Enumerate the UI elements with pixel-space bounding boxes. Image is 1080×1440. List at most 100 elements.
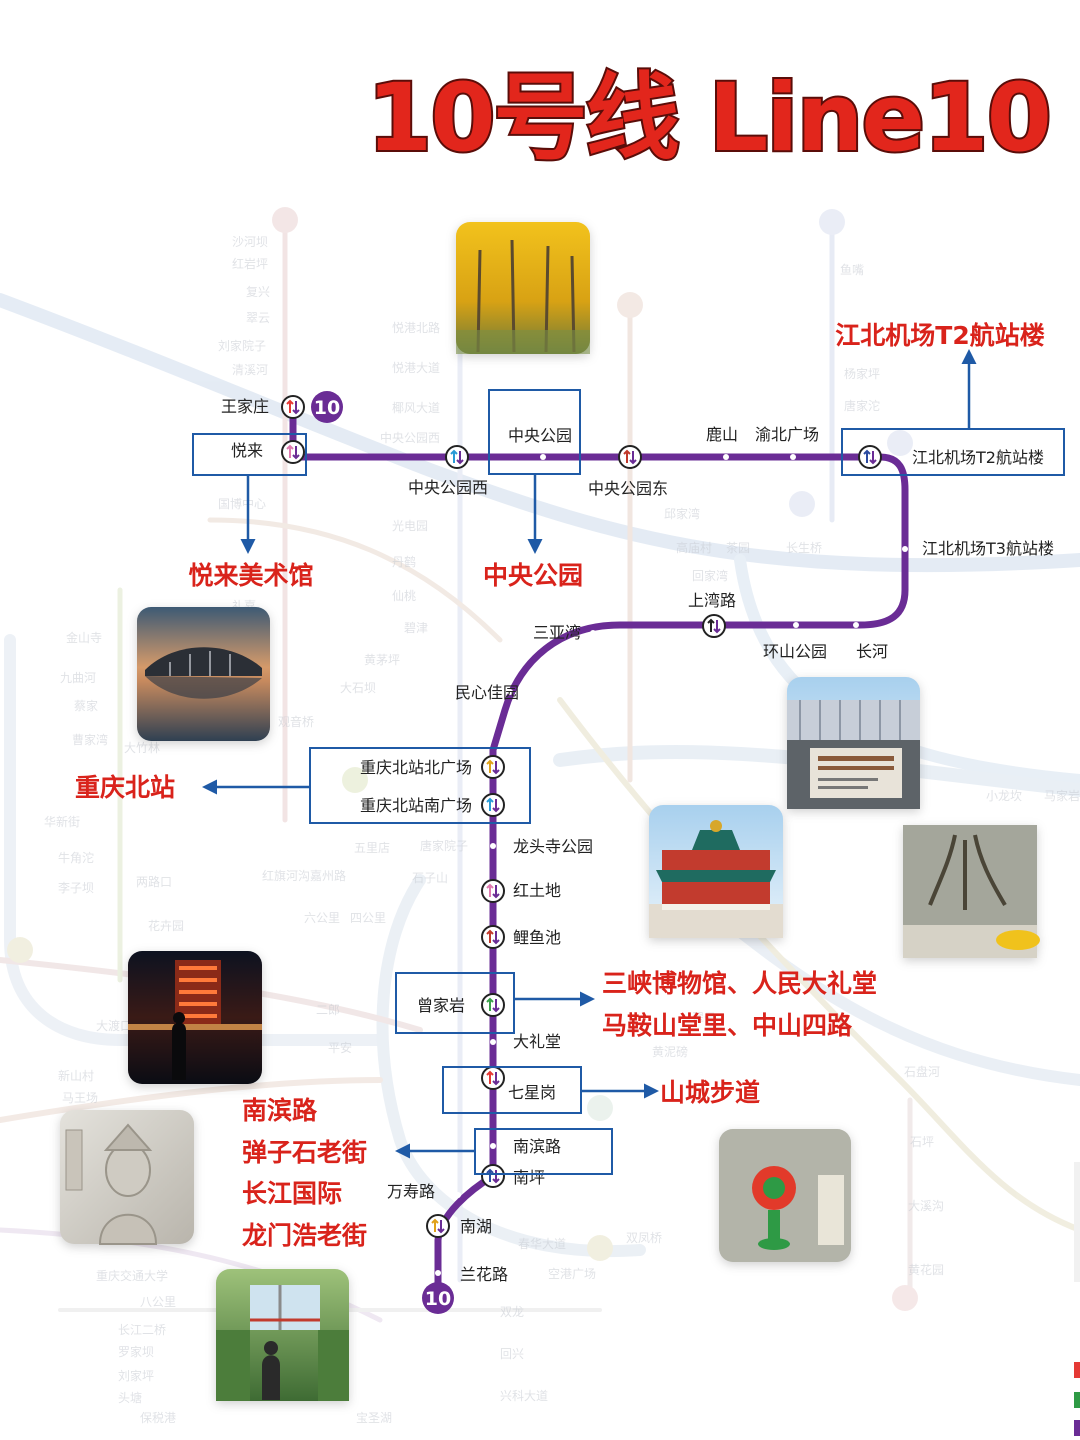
photo-great-hall	[649, 805, 783, 938]
background-station-label: 邱家湾	[664, 506, 700, 521]
background-station-label: 金山寺	[66, 630, 102, 645]
station-longtousigongyuan: 龙头寺公园	[513, 837, 593, 856]
background-station-label: 马王场	[62, 1091, 98, 1105]
highlight-mountain-trail: 山城步道	[660, 1078, 760, 1107]
background-station-label: 九曲河	[60, 671, 96, 685]
background-station-label: 黄泥磅	[652, 1044, 688, 1059]
photo-ancient-tree-wall	[903, 825, 1040, 958]
station-changhe: 长河	[856, 642, 888, 661]
background-station-label: 大石坝	[340, 681, 376, 695]
station-t3: 江北机场T3航站楼	[922, 539, 1054, 558]
background-station-label: 杨家坪	[844, 366, 880, 381]
background-station-label: 中央公园西	[380, 430, 440, 445]
station-cqbeinorth: 重庆北站北广场	[360, 758, 472, 777]
line-badge-top: 10	[311, 391, 343, 423]
interchange-icon	[481, 879, 505, 903]
photo-night-riverside	[128, 951, 262, 1084]
background-station-label: 空港广场	[548, 1267, 596, 1281]
background-station-label: 嘉州路	[310, 868, 346, 883]
photo-stone-buddha	[60, 1110, 194, 1245]
background-station-label: 兴科大道	[500, 1389, 548, 1403]
interchange-icon	[426, 1214, 450, 1238]
background-station-labels: 沙河坝红岩坪复兴翠云刘家院子清溪河悦港北路悦港大道椰风大道中央公园西国博中心礼嘉…	[44, 235, 1080, 1425]
station-zhongyanggongyuanxi: 中央公园西	[408, 478, 488, 497]
interchange-icon	[481, 793, 505, 817]
station-zengjiayan: 曾家岩	[417, 996, 465, 1015]
photo-yuelai-art-museum	[137, 607, 270, 741]
station-wangjiazhuang: 王家庄	[221, 397, 269, 416]
background-station-label: 新山村	[58, 1068, 94, 1083]
background-station-label: 鱼嘴	[840, 263, 864, 277]
line10-route	[289, 403, 909, 1302]
background-station-label: 悦港大道	[392, 361, 440, 375]
station-lanhualu: 兰花路	[460, 1265, 508, 1284]
regular-stations	[435, 454, 908, 1276]
background-station-label: 春华大道	[518, 1237, 566, 1251]
pointer-arrows	[202, 349, 977, 1159]
background-station-label: 黄茅坪	[364, 653, 400, 667]
highlight-t2: 江北机场T2航站楼	[835, 321, 1044, 350]
background-station-label: 头塘	[118, 1390, 142, 1405]
background-station-label: 五里店	[354, 841, 390, 855]
interchange-icon	[618, 445, 642, 469]
background-station-label: 碧津	[404, 621, 428, 635]
background-station-label: 石坪	[910, 1135, 934, 1149]
background-station-label: 刘家坪	[118, 1368, 154, 1383]
background-station-label: 刘家院子	[218, 338, 266, 353]
station-labels: 王家庄 悦来 中央公园西 中央公园 中央公园东 鹿山 渝北广场 江北机场T2航站…	[221, 397, 1054, 1284]
background-station-label: 罗家坝	[118, 1344, 154, 1359]
highlight-nanbin-4: 龙门浩老街	[242, 1221, 367, 1250]
station-huanshangongyuan: 环山公园	[763, 642, 827, 661]
background-station-label: 高庙村	[676, 540, 712, 555]
background-station-label: 清溪河	[232, 363, 268, 377]
highlight-nanbin-1: 南滨路	[242, 1096, 318, 1125]
background-station-label: 蔡家	[74, 698, 98, 713]
highlight-labels: 江北机场T2航站楼 悦来美术馆 中央公园 重庆北站 三峡博物馆、人民大礼堂 马鞍…	[75, 321, 1045, 1250]
interchange-icon	[481, 993, 505, 1017]
photo-bridge-park	[216, 1269, 349, 1401]
background-station-label: 保税港	[140, 1411, 176, 1425]
interchange-icon	[281, 440, 305, 464]
photo-three-gorges-museum	[787, 677, 920, 809]
background-station-label: 椰风大道	[392, 400, 440, 415]
station-minxinjiayuan: 民心佳园	[455, 683, 519, 702]
background-station-label: 仙桃	[392, 588, 416, 603]
svg-text:10: 10	[314, 397, 340, 419]
background-station-label: 花卉园	[148, 918, 184, 933]
page-title: 10号线 Line10	[367, 64, 1050, 173]
highlight-zengjiayan-1: 三峡博物馆、人民大礼堂	[602, 969, 877, 998]
station-sanyawan: 三亚湾	[533, 623, 581, 642]
background-station-label: 国博中心	[218, 496, 266, 511]
station-t2: 江北机场T2航站楼	[912, 448, 1044, 467]
background-station-label: 双龙	[500, 1305, 524, 1319]
background-station-label: 沙河坝	[232, 235, 268, 249]
station-liyuchi: 鲤鱼池	[513, 928, 561, 947]
background-station-label: 大渡口	[96, 1018, 132, 1033]
background-station-label: 曹家湾	[72, 732, 108, 747]
background-station-label: 长江二桥	[118, 1323, 166, 1337]
station-nanbinlu: 南滨路	[513, 1137, 561, 1156]
background-station-label: 李子坝	[58, 880, 94, 895]
station-qixinggang: 七星岗	[508, 1083, 556, 1102]
background-station-label: 光电园	[392, 519, 428, 533]
background-station-label: 翠云	[692, 1011, 716, 1025]
highlight-nanbin-2: 弹子石老街	[242, 1138, 367, 1167]
background-station-label: 红旗河沟	[262, 868, 310, 883]
background-station-label: 悦港北路	[392, 320, 440, 335]
interchange-stations	[281, 395, 882, 1238]
station-wanshoulu: 万寿路	[387, 1182, 435, 1201]
background-station-label: 马家岩	[1044, 788, 1080, 803]
station-lushan: 鹿山	[706, 425, 738, 444]
interchange-icon	[858, 445, 882, 469]
background-station-label: 唐家沱	[844, 398, 880, 413]
highlight-zengjiayan-2: 马鞍山堂里、中山四路	[602, 1011, 853, 1040]
background-station-label: 双凤桥	[626, 1231, 662, 1245]
background-station-label: 大溪沟	[908, 1199, 944, 1213]
background-station-label: 黄花园	[908, 1262, 944, 1277]
edge-legend-fragments	[1074, 1162, 1080, 1436]
highlight-central-park: 中央公园	[483, 561, 583, 590]
background-station-label: 宝圣湖	[356, 1410, 392, 1425]
interchange-icon	[481, 755, 505, 779]
photo-mountain-trail-mascot	[719, 1129, 851, 1262]
